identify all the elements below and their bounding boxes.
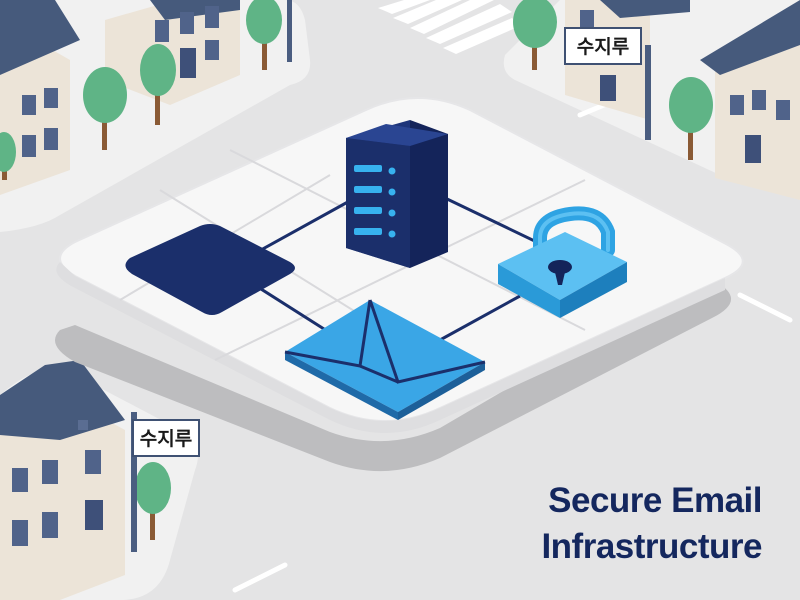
crosswalk bbox=[378, 0, 520, 54]
headline-line-2: Infrastructure bbox=[541, 527, 762, 566]
headline-line-1: Secure Email bbox=[548, 481, 762, 520]
street-sign-bottom-left: 수지루 bbox=[132, 419, 200, 457]
street-sign-label: 수지루 bbox=[577, 36, 629, 58]
server-icon bbox=[346, 120, 448, 268]
connection-lines bbox=[249, 196, 546, 342]
building-top-left bbox=[0, 0, 80, 195]
padlock-icon bbox=[498, 206, 627, 318]
envelope-icon bbox=[284, 299, 486, 420]
street-sign-top-right: 수지루 bbox=[564, 27, 642, 65]
street-sign-label: 수지루 bbox=[140, 428, 192, 450]
folder-icon bbox=[125, 224, 295, 315]
headline: Secure Email Infrastructure bbox=[541, 478, 762, 570]
trees bbox=[0, 0, 713, 540]
building-right bbox=[700, 0, 800, 200]
sign-poles bbox=[131, 0, 651, 552]
building-top-middle bbox=[105, 0, 240, 105]
building-bottom-left bbox=[0, 360, 125, 600]
platform-shadow bbox=[55, 276, 732, 472]
